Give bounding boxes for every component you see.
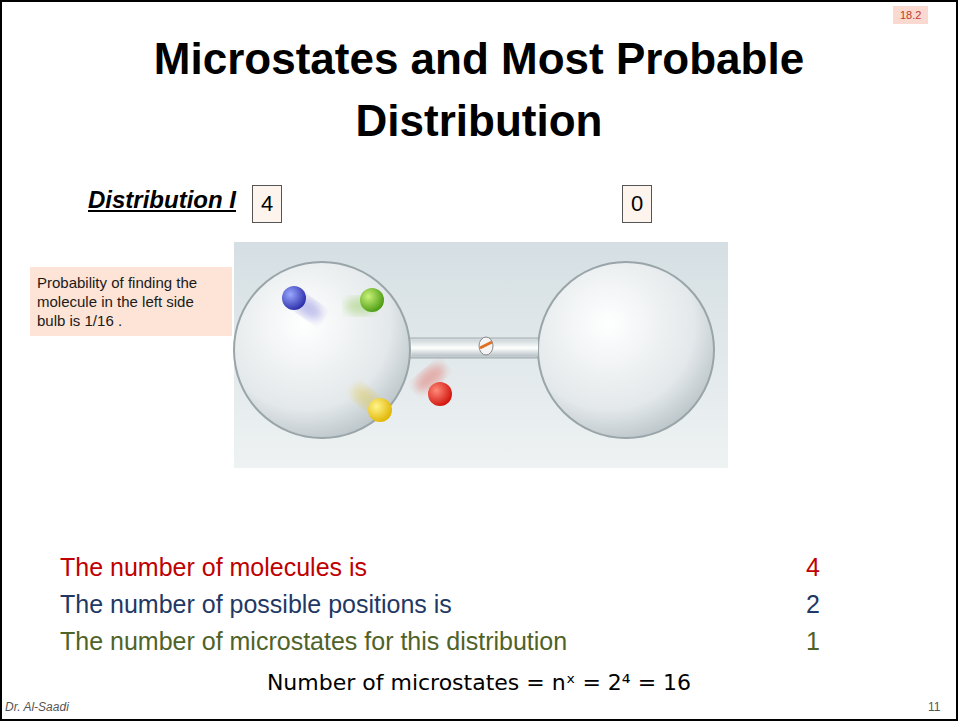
page-number: 11 <box>928 700 940 714</box>
section-tag: 18.2 <box>893 6 928 24</box>
stopcock <box>479 337 493 355</box>
distribution-heading: Distribution I <box>88 186 236 214</box>
molecules <box>282 286 452 422</box>
node-text: 0 <box>631 191 643 217</box>
slide-title: Microstates and Most Probable Distributi… <box>99 28 859 152</box>
row-text: The number of microstates for this distr… <box>60 627 567 656</box>
node-text: 18.2 <box>900 9 921 21</box>
row-value: 2 <box>806 590 820 619</box>
row-text: The number of possible positions is <box>60 590 452 619</box>
node-text: 4 <box>261 191 273 217</box>
row-text: The number of molecules is <box>60 553 367 582</box>
author-footer: Dr. Al-Saadi <box>5 700 69 714</box>
row-value: 1 <box>806 627 820 656</box>
callout-box: Probability of finding the molecule in t… <box>30 267 232 336</box>
node-text: Probability of finding the molecule in t… <box>37 273 225 330</box>
row-value: 4 <box>806 553 820 582</box>
equation: Number of microstates = nˣ = 2⁴ = 16 <box>0 670 958 695</box>
count-box: 4 <box>252 185 282 223</box>
two-bulb-apparatus <box>234 242 728 468</box>
count-box: 0 <box>622 185 652 223</box>
